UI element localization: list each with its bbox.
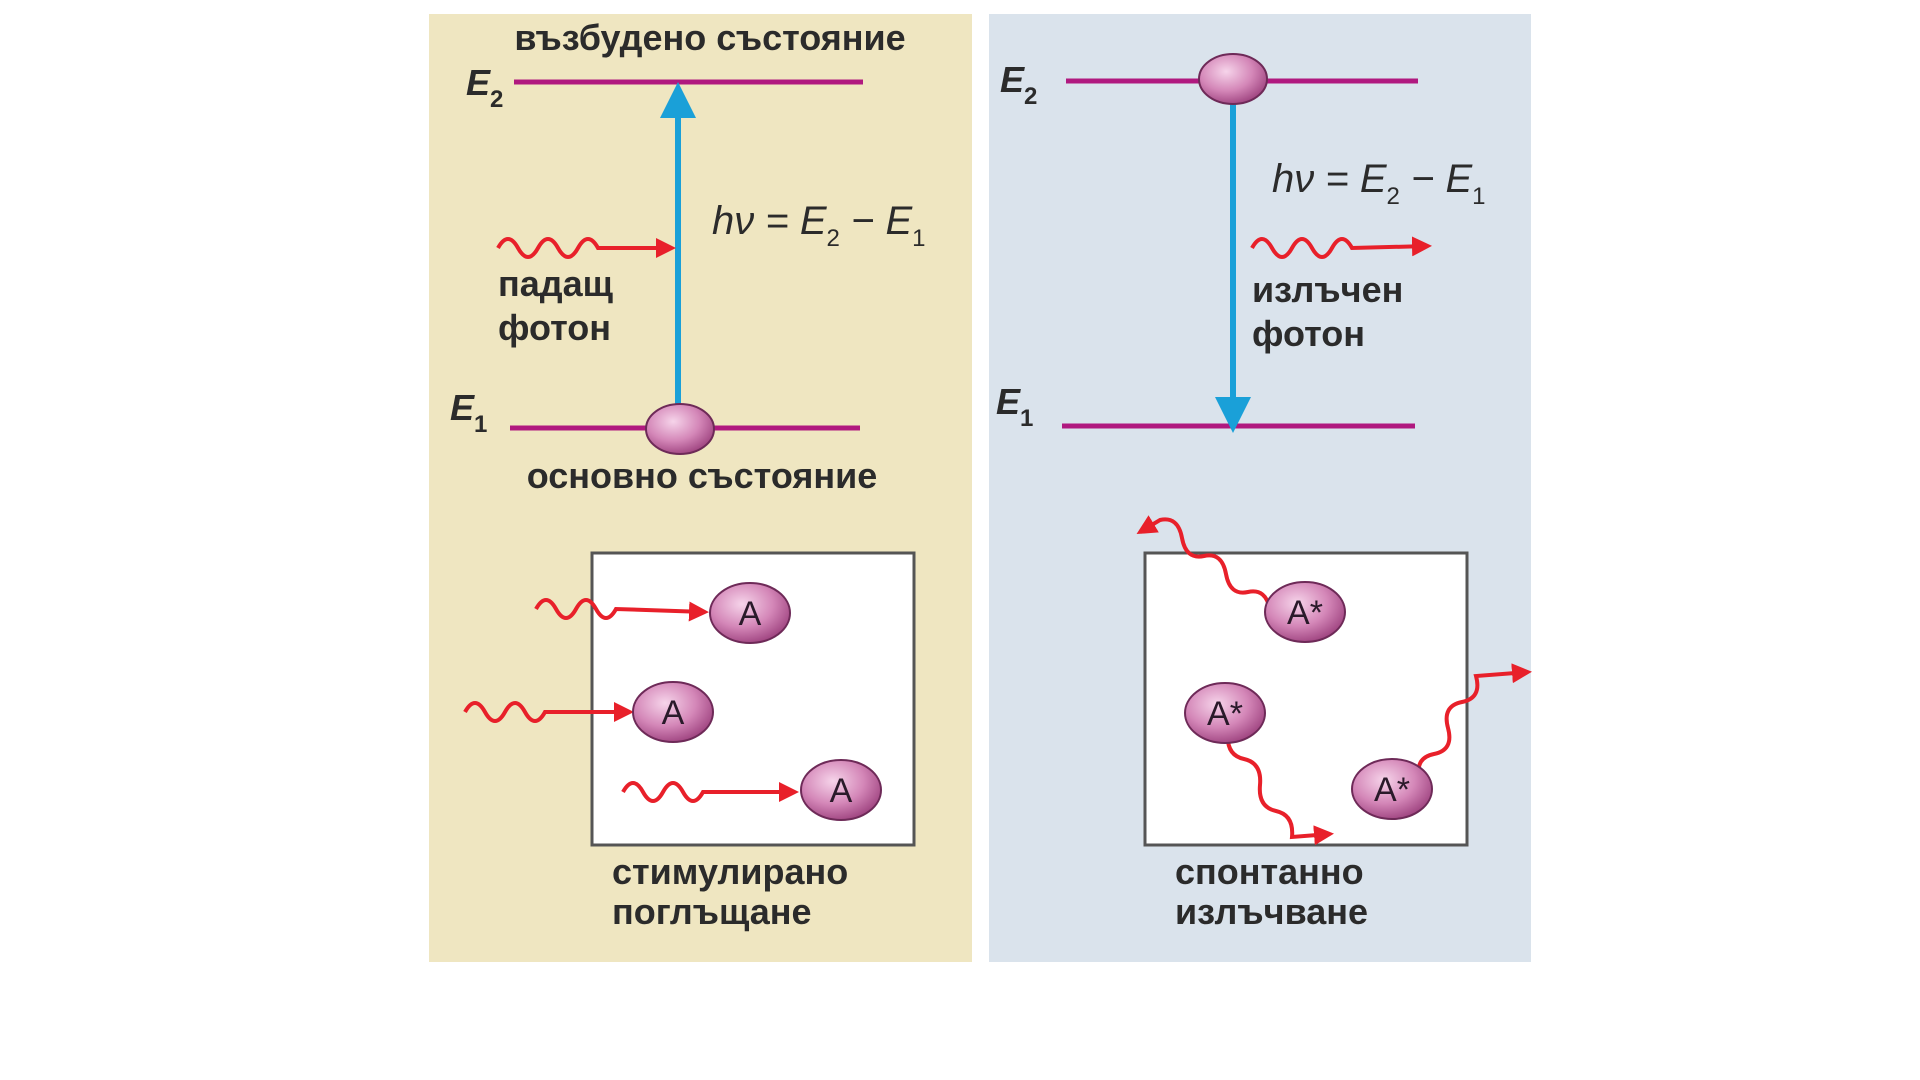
absorption-caption-line2: поглъщане (612, 891, 812, 932)
absorption-photon-3 (621, 781, 799, 803)
absorption-photon-1 (534, 598, 709, 622)
excited-atom-1: A* (1264, 581, 1346, 643)
absorption-panel: възбудено състояние E2 E1 hν = E2 − E1 п… (429, 14, 972, 962)
spontaneous-photon-3 (1416, 663, 1532, 781)
spontaneous-photon-1 (1136, 515, 1272, 611)
absorption-photon-2 (463, 701, 634, 723)
ground-state-atom (645, 403, 715, 455)
svg-text:A: A (830, 772, 853, 810)
incident-photon-label-line2: фотон (498, 307, 611, 348)
atom-a-1: A (709, 582, 791, 644)
svg-text:A*: A* (1374, 771, 1410, 809)
e2-label: E2 (466, 62, 503, 113)
atom-a-2: A (632, 681, 714, 743)
incident-photon-label-line1: падащ (498, 263, 614, 304)
emitted-photon-wave (1250, 236, 1432, 259)
svg-text:A: A (739, 595, 762, 633)
svg-text:A*: A* (1207, 695, 1243, 733)
svg-text:A: A (662, 694, 685, 732)
energy-equation-right: hν = E2 − E1 (1272, 157, 1486, 210)
excited-atom-2: A* (1184, 682, 1266, 744)
atom-a-3: A (800, 759, 882, 821)
e1-label: E1 (450, 387, 487, 438)
incident-photon-wave (496, 237, 676, 259)
excited-state-atom (1198, 53, 1268, 105)
e2-label-right: E2 (1000, 59, 1037, 110)
excited-atom-3: A* (1351, 758, 1433, 820)
ground-state-label: основно състояние (527, 455, 878, 496)
excited-state-label: възбудено състояние (514, 17, 905, 58)
emission-caption-line1: спонтанно (1175, 851, 1364, 892)
energy-equation: hν = E2 − E1 (712, 199, 926, 252)
emission-caption-line2: излъчване (1175, 891, 1368, 932)
emitted-photon-label-line1: излъчен (1252, 269, 1403, 310)
e1-label-right: E1 (996, 381, 1033, 432)
emitted-photon-label-line2: фотон (1252, 313, 1365, 354)
emission-panel: E2 E1 hν = E2 − E1 излъчен фотон A* A* (989, 14, 1532, 962)
svg-text:A*: A* (1287, 594, 1323, 632)
spontaneous-photon-2 (1225, 732, 1334, 846)
absorption-caption-line1: стимулирано (612, 851, 848, 892)
